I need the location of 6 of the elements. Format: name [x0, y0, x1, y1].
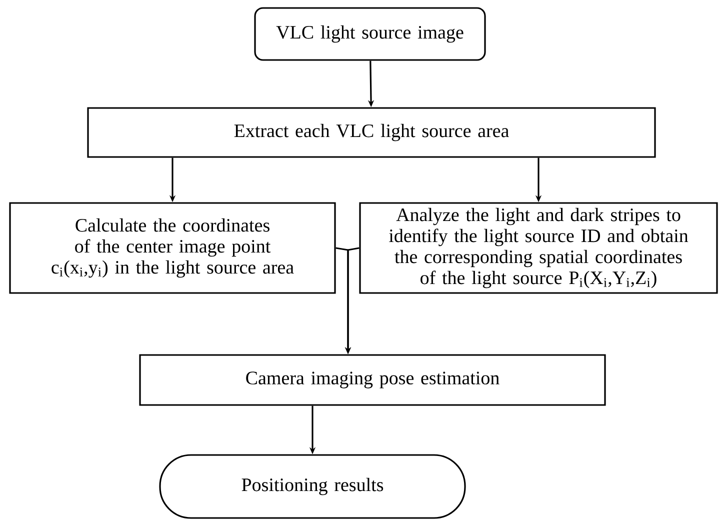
- end-terminal: Positioning results: [159, 454, 466, 519]
- start-box: VLC light source image: [254, 7, 486, 61]
- process-box: Camera imaging pose estimation: [139, 354, 606, 406]
- process-box: Analyze the light and dark stripes to identify the light source ID and obtain the corresponding spatial coordinates of the light source P$_{i}$(X$_{i}$,Y$_{i}$,Z$_{i}$): [359, 202, 718, 294]
- process-box: Calculate the coordinates of the center image point c$_{i}$(x$_{i}$,y$_{i}$) in the light source area: [9, 202, 336, 294]
- process-box: Extract each VLC light source area: [87, 107, 656, 158]
